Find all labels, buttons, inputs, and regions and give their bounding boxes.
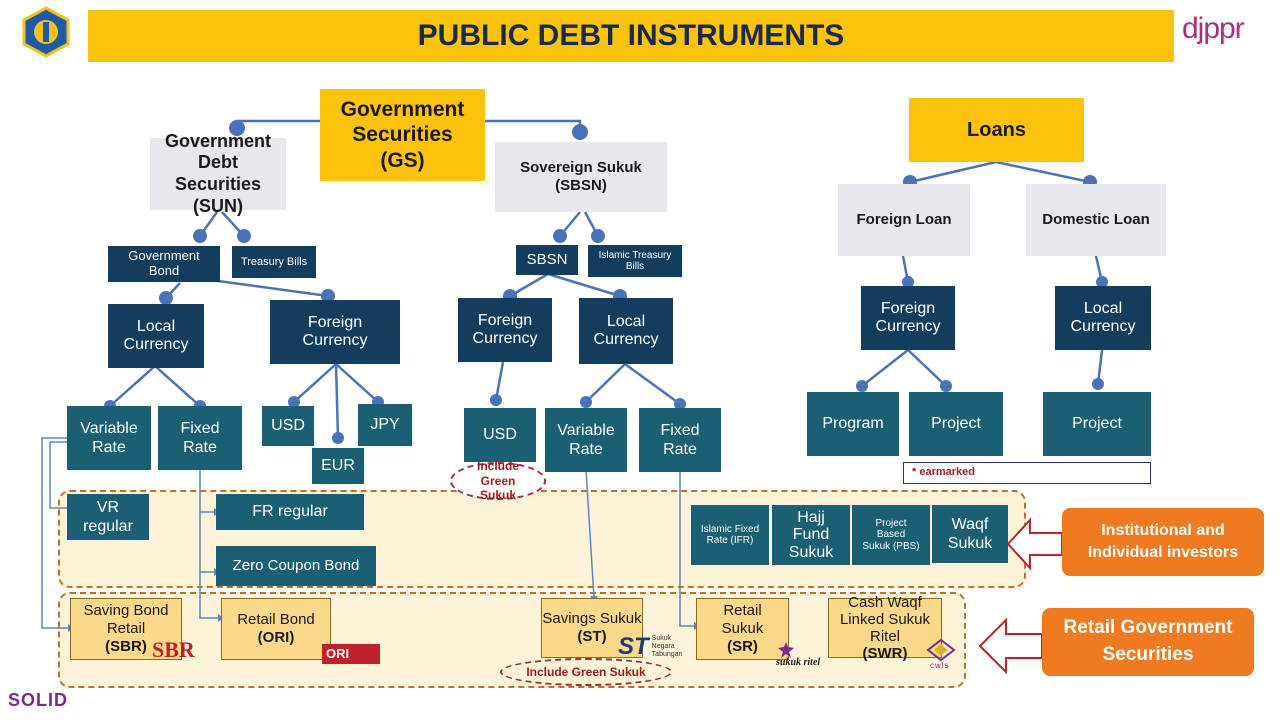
sun-box: Government Debt Securities (SUN): [150, 131, 286, 216]
st-logo-caption: Sukuk Negara Tabungan: [651, 635, 683, 658]
loan-foreign-currency-box: Foreign Currency: [861, 286, 955, 350]
st-abbr: (ST): [577, 628, 607, 645]
sbr-name: Saving Bond Retail: [83, 602, 169, 637]
foreign-loan-box: Foreign Loan: [838, 184, 970, 256]
sbr-abbr: (SBR): [105, 638, 147, 655]
swr-name: Cash Waqf Linked Sukuk Ritel: [839, 593, 931, 646]
ori-box: Retail Bond (ORI): [221, 598, 331, 660]
program-box: Program: [807, 392, 899, 456]
gs-box: Government Securities (GS): [320, 89, 485, 181]
domestic-loan-box: Domestic Loan: [1026, 184, 1166, 256]
islamic-treasury-bills-box: Islamic Treasury Bills: [588, 245, 682, 277]
ori-logo: ORI: [322, 644, 380, 664]
usd-box: USD: [262, 406, 314, 446]
sbsn-local-currency-box: Local Currency: [579, 298, 673, 364]
ori-abbr: (ORI): [257, 629, 295, 646]
sr-name: Retail Sukuk: [721, 602, 764, 637]
include-green-sukuk-badge: Include Green Sukuk: [450, 459, 546, 502]
sukuk-ritel-logo-text: sukuk ritel: [776, 657, 821, 668]
sr-box: Retail Sukuk (SR): [696, 598, 789, 660]
sbsn-foreign-currency-box: Foreign Currency: [458, 298, 552, 362]
sukuk-ritel-logo: sukuk ritel: [776, 642, 840, 676]
cwls-logo: cwls: [924, 638, 958, 672]
sbsn-variable-rate-box: Variable Rate: [545, 408, 627, 472]
vr-regular-box: VR regular: [67, 494, 149, 540]
sun-local-currency-box: Local Currency: [108, 304, 204, 368]
solid-logo: SOLID: [8, 690, 69, 710]
page-title: PUBLIC DEBT INSTRUMENTS: [88, 10, 1174, 62]
ifr-box: Islamic Fixed Rate (IFR): [691, 505, 769, 565]
loans-box: Loans: [909, 98, 1084, 162]
swr-abbr: (SWR): [862, 645, 908, 663]
sbsn-usd-box: USD: [464, 408, 536, 462]
st-name: Savings Sukuk: [542, 610, 642, 627]
swr-box: Cash Waqf Linked Sukuk Ritel (SWR): [828, 594, 942, 662]
zero-coupon-bond-box: Zero Coupon Bond: [216, 546, 376, 586]
ori-name: Retail Bond: [237, 611, 315, 628]
sun-foreign-currency-box: Foreign Currency: [270, 300, 400, 364]
government-bond-box: Government Bond: [108, 246, 220, 282]
waqf-sukuk-box: Waqf Sukuk: [932, 505, 1008, 563]
include-green-sukuk-retail-badge: Include Green Sukuk: [500, 658, 672, 686]
eur-box: EUR: [312, 448, 364, 484]
loan-local-currency-box: Local Currency: [1055, 286, 1151, 350]
sbr-logo: SBR: [152, 637, 195, 662]
loan-foreign-project-box: Project: [909, 392, 1003, 456]
st-logo: ST Sukuk Negara Tabungan: [618, 632, 698, 662]
institutional-investors-label: Institutional and Individual investors: [1062, 508, 1264, 576]
pbs-box: Project Based Sukuk (PBS): [852, 505, 930, 565]
sr-abbr: (SR): [727, 638, 758, 655]
jpy-box: JPY: [358, 404, 412, 446]
sun-fixed-rate-box: Fixed Rate: [158, 406, 242, 470]
earmarked-note: * earmarked: [903, 462, 1151, 484]
sbsn-fixed-rate-box: Fixed Rate: [639, 408, 721, 472]
treasury-bills-box: Treasury Bills: [232, 246, 316, 278]
retail-government-securities-label: Retail Government Securities: [1042, 608, 1254, 676]
cwls-logo-text: cwls: [930, 661, 950, 670]
sbr-box: Saving Bond Retail (SBR): [70, 598, 182, 660]
hajj-fund-sukuk-box: Hajj Fund Sukuk: [772, 505, 850, 565]
loan-domestic-project-box: Project: [1043, 392, 1151, 456]
star-icon: [778, 642, 794, 658]
sun-variable-rate-box: Variable Rate: [67, 406, 151, 470]
cwls-emblem-icon: [926, 638, 956, 662]
ministry-emblem-icon: [20, 6, 72, 58]
djppr-logo: djppr: [1182, 12, 1245, 45]
fr-regular-box: FR regular: [216, 494, 364, 530]
sbsn-header-box: Sovereign Sukuk (SBSN): [495, 142, 667, 212]
sbsn-box: SBSN: [516, 245, 578, 275]
st-box: Savings Sukuk (ST): [541, 598, 643, 658]
st-logo-mark: ST: [618, 633, 649, 660]
